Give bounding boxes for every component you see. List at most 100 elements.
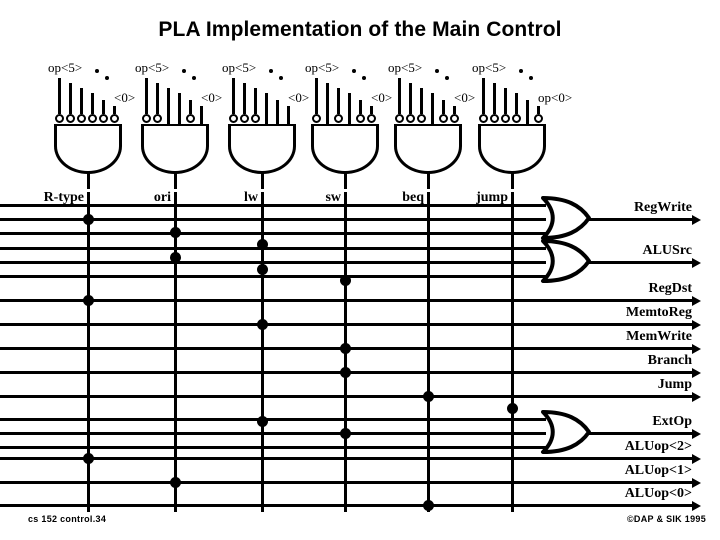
input-line (200, 106, 203, 124)
inverting-bubble (367, 114, 376, 123)
input-line (420, 88, 423, 114)
inverting-bubble (251, 114, 260, 123)
input-line (442, 100, 445, 114)
or-gate-input-line (0, 261, 546, 264)
inverting-bubble (406, 114, 415, 123)
output-alusrc-arrowhead (692, 258, 701, 268)
output-branch-line (0, 371, 692, 374)
inverting-bubble (153, 114, 162, 123)
input-line (359, 100, 362, 114)
or-gate-input-line (0, 218, 546, 221)
input-msb-label: op<5> (472, 60, 507, 75)
output-regdst-arrowhead (692, 296, 701, 306)
inverting-bubble (534, 114, 543, 123)
input-line (526, 100, 529, 124)
product-term-line (174, 192, 177, 512)
output-aluop1-arrowhead (692, 478, 701, 488)
input-line (232, 78, 235, 114)
inverting-bubble (240, 114, 249, 123)
inverting-bubble (142, 114, 151, 123)
output-aluop1-label: ALUop<1> (624, 463, 692, 478)
output-branch-arrowhead (692, 368, 701, 378)
ellipsis-dot (519, 69, 523, 73)
output-regdst-label: RegDst (648, 281, 692, 296)
input-msb-label: op<5> (48, 60, 83, 75)
output-jump-label: Jump (657, 377, 692, 392)
input-lsb-label: <0> (201, 90, 223, 105)
or-gate-input-line (0, 418, 546, 421)
ellipsis-dot (279, 76, 283, 80)
and-gate-label-beq: beq (402, 190, 424, 205)
output-jump-line (0, 395, 692, 398)
or-gate-input-line (0, 232, 546, 235)
or-gate-input-line (0, 247, 546, 250)
input-lsb-label: <0> (288, 90, 310, 105)
and-gate-label-rtype: R-type (43, 190, 84, 205)
output-aluop2-arrowhead (692, 454, 701, 464)
input-line (287, 106, 290, 124)
inverting-bubble (479, 114, 488, 123)
input-line (493, 83, 496, 114)
output-regwrite-or-gate (540, 195, 592, 241)
inverting-bubble (99, 114, 108, 123)
ellipsis-dot (529, 76, 533, 80)
inverting-bubble (450, 114, 459, 123)
ellipsis-dot (445, 76, 449, 80)
input-line (80, 88, 83, 114)
product-term-stem (174, 171, 177, 189)
output-regdst-line (0, 299, 692, 302)
input-line (243, 83, 246, 114)
ellipsis-dot (435, 69, 439, 73)
output-aluop2-line (0, 457, 692, 460)
and-gate-label-ori: ori (153, 190, 171, 205)
and-gate-body (228, 126, 296, 174)
ellipsis-dot (182, 69, 186, 73)
inverting-bubble (229, 114, 238, 123)
and-gate-body (478, 126, 546, 174)
input-line (482, 78, 485, 114)
inverting-bubble (439, 114, 448, 123)
connection-dot (170, 252, 181, 263)
output-extop-or-gate (540, 409, 592, 455)
product-term-stem (261, 171, 264, 189)
or-gate-input-line (0, 446, 546, 449)
input-line (504, 88, 507, 114)
input-msb-label: op<5> (222, 60, 257, 75)
product-term-stem (511, 171, 514, 189)
output-aluop0-line (0, 504, 692, 507)
inverting-bubble (186, 114, 195, 123)
inverting-bubble (395, 114, 404, 123)
connection-dot (340, 275, 351, 286)
output-memwrite-label: MemWrite (626, 329, 692, 344)
output-jump-arrowhead (692, 392, 701, 402)
output-aluop0-label: ALUop<0> (624, 486, 692, 501)
input-lsb-label: op<0> (538, 90, 573, 105)
page-title: PLA Implementation of the Main Control (158, 18, 562, 41)
input-line (265, 93, 268, 124)
input-line (254, 88, 257, 114)
and-gate-body (311, 126, 379, 174)
input-line (145, 78, 148, 114)
output-alusrc-or-gate (540, 238, 592, 284)
product-term-stem (427, 171, 430, 189)
output-memtoreg-arrowhead (692, 320, 701, 330)
output-extop-arrowhead (692, 429, 701, 439)
input-line (431, 93, 434, 124)
output-regwrite-label: RegWrite (633, 200, 692, 215)
product-term-stem (344, 171, 347, 189)
and-gate-body (54, 126, 122, 174)
output-alusrc-line (588, 261, 692, 264)
and-gate-label-jump: jump (476, 190, 508, 205)
inverting-bubble (417, 114, 426, 123)
output-aluop0-arrowhead (692, 501, 701, 511)
output-alusrc-label: ALUSrc (642, 243, 692, 258)
input-lsb-label: <0> (454, 90, 476, 105)
ellipsis-dot (105, 76, 109, 80)
input-line (537, 106, 540, 114)
footer-left: cs 152 control.34 (28, 514, 107, 524)
input-line (58, 78, 61, 114)
output-extop-line (588, 432, 692, 435)
output-regwrite-line (588, 218, 692, 221)
ellipsis-dot (95, 69, 99, 73)
